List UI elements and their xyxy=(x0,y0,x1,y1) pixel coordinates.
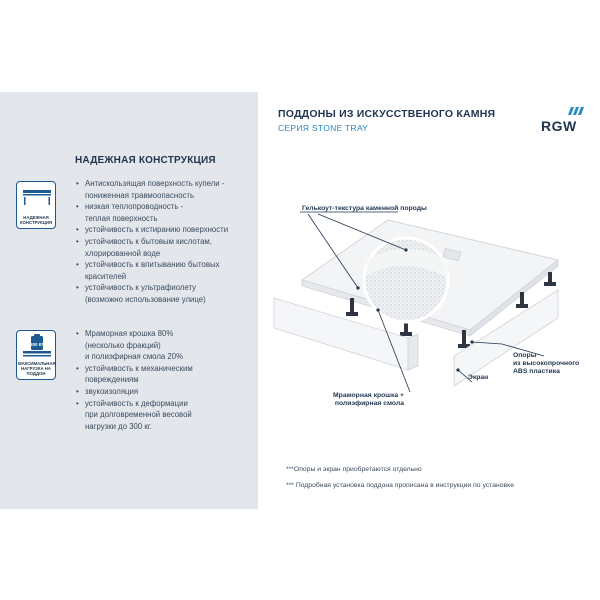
supports-callout-line2: из высокопрочного xyxy=(513,360,580,367)
shower-tray-icon xyxy=(23,190,51,205)
rgw-logo-text: RGW xyxy=(541,118,577,134)
weight-label: 300 КГ xyxy=(30,342,45,347)
supports-callout-line1: Опоры xyxy=(513,352,537,359)
drain xyxy=(442,247,462,262)
list-item-line: и полиэфирная смола 20% xyxy=(85,352,184,362)
rgw-logo-icon xyxy=(568,107,584,115)
footnote-installation: *** Подробная установка поддона прописан… xyxy=(286,482,514,489)
section-title: НАДЕЖНАЯ КОНСТРУКЦИЯ xyxy=(75,155,216,166)
list-item-line: устойчивость к истиранию поверхности xyxy=(85,225,229,235)
badge1-caption: НАДЕЖНАЯ КОНСТРУКЦИЯ xyxy=(19,215,53,225)
max-load-badge: 300 КГ МАКСИМАЛЬНАЯ НАГРУЗКА НА ПОДДОН xyxy=(16,330,56,380)
series-subtitle: СЕРИЯ STONE TRAY xyxy=(278,123,369,133)
footnote-separate-purchase: ***Опоры и экран приобретаются отдельно xyxy=(286,466,422,473)
list-item-line: хлорированной воде xyxy=(85,248,161,258)
list-item-line: (возможно использование улице) xyxy=(85,294,206,304)
list-item-line: устойчивость к бытовым кислотам, xyxy=(85,236,212,246)
screen-callout: Экран xyxy=(468,374,489,381)
list-item-line: устойчивость к впитыванию бытовых xyxy=(85,260,220,270)
weight-icon: 300 КГ xyxy=(23,334,51,357)
side-screen xyxy=(453,289,559,387)
list-item-line: устойчивость к механическим xyxy=(85,363,193,373)
list-item: устойчивость к механическим повреждениям xyxy=(76,363,193,386)
list-item: Мраморная крошка 80% (несколько фракций) и… xyxy=(76,328,193,363)
list-item: Антискользящая поверхность купели - пониж… xyxy=(76,178,228,201)
supports-callout-line3: ABS пластика xyxy=(513,368,560,375)
list-item-line: Антискользящая поверхность купели - xyxy=(85,179,225,188)
list-item-line: при долговременной весовой xyxy=(85,410,192,420)
support-legs xyxy=(346,272,556,348)
list-item-line: устойчивость к ультрафиолету xyxy=(85,283,197,293)
list-item-line: красителей xyxy=(85,271,127,281)
marble-callout-line1: Мраморная крошка + xyxy=(333,392,404,399)
list-item: звукоизоляция xyxy=(76,386,193,398)
list-item-line: низкая теплопроводность - xyxy=(85,202,184,212)
list-item: устойчивость к впитыванию бытовыхкрасите… xyxy=(76,259,228,282)
list-item-line: повреждениям xyxy=(85,375,139,385)
shower-tray-diagram xyxy=(273,211,560,393)
badge2-caption: МАКСИМАЛЬНАЯ НАГРУЗКА НА ПОДДОН xyxy=(18,361,56,376)
reliable-construction-badge: НАДЕЖНАЯ КОНСТРУКЦИЯ xyxy=(16,181,56,229)
list-item: устойчивость к истиранию поверхности xyxy=(76,224,228,236)
marble-callout: Мраморная крошка + полиэфирная смола xyxy=(306,392,404,408)
list-item-line: Мраморная крошка 80% xyxy=(85,329,174,338)
list-item: низкая теплопроводность -теплая поверхно… xyxy=(76,201,228,224)
list-item-line: звукоизоляция xyxy=(85,386,139,396)
list-item: устойчивость к бытовым кислотам, хлориров… xyxy=(76,236,228,259)
gelcoat-callout: Гелькоут-текстура каменной породы xyxy=(302,205,427,212)
list-item: устойчивость к ультрафиолету(возможно ис… xyxy=(76,282,228,305)
marble-callout-line2: полиэфирная смола xyxy=(334,400,404,407)
list-item-line: нагрузки до 300 кг. xyxy=(85,421,152,431)
page-title: ПОДДОНЫ ИЗ ИСКУССТВЕНОГО КАМНЯ xyxy=(278,108,496,120)
construction-features-list: Антискользящая поверхность купели - пониж… xyxy=(76,178,228,306)
leader-lines xyxy=(300,211,545,393)
list-item-line: устойчивость к деформации xyxy=(85,398,188,408)
list-item-line: пониженная травмоопасность xyxy=(85,190,195,200)
material-features-list: Мраморная крошка 80% (несколько фракций) и… xyxy=(76,328,193,432)
list-item: устойчивость к деформации при долговремен… xyxy=(76,398,193,433)
supports-callout: Опоры из высокопрочного ABS пластика xyxy=(513,352,579,376)
list-item-line: теплая поверхность xyxy=(85,213,158,223)
list-item-line: (несколько фракций) xyxy=(85,340,161,350)
